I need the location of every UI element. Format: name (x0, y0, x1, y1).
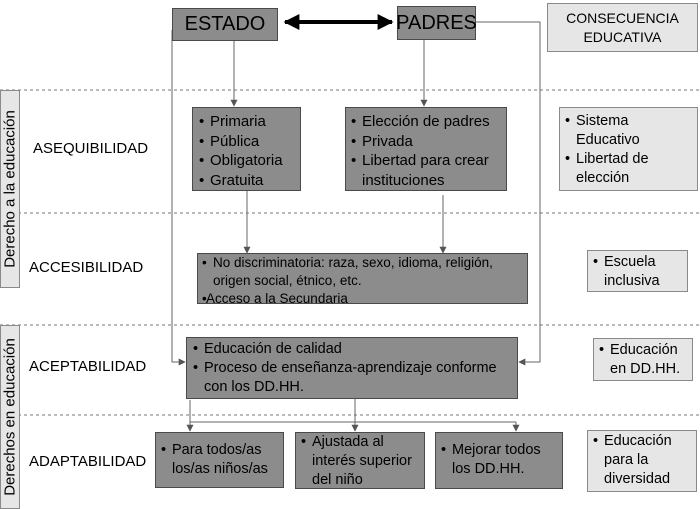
list-item: Libertad de elección (565, 150, 692, 188)
list-item: Sistema Educativo (565, 112, 692, 150)
adaptabilidad-box-mejorar: Mejorar todos los DD.HH. (435, 432, 563, 489)
aceptabilidad-box: Educación de calidad Proceso de enseñanz… (186, 337, 518, 399)
estado-to-aceptabilidad-line (171, 30, 186, 366)
list-item: Ajustada al interés superior del niño (301, 433, 419, 490)
list-item: Primaria (199, 112, 294, 132)
list-item: Pública (199, 132, 294, 152)
list-item: Escuela inclusiva (593, 253, 682, 291)
list-item: Elección de padres (351, 112, 501, 132)
list-item: No discriminatoria: raza, sexo, idioma, … (202, 254, 523, 290)
estado-label: ESTADO (184, 13, 266, 35)
list-item: Proceso de enseñanza-aprendizaje conform… (193, 359, 511, 397)
accesibilidad-box: No discriminatoria: raza, sexo, idioma, … (197, 253, 528, 308)
row-label-asequibilidad: ASEQUIBILIDAD (33, 140, 149, 157)
list-item: Privada (351, 132, 501, 152)
list-item: Educación en DD.HH. (599, 341, 687, 379)
adaptabilidad-consecuencia-box: Educación para la diversidad (587, 430, 697, 492)
estado-box: ESTADO (172, 8, 278, 41)
list-item: Para todos/as los/as niños/as (161, 441, 278, 479)
row-separators (0, 89, 700, 416)
aceptabilidad-consecuencia-box: Educación en DD.HH. (593, 338, 693, 381)
row-label-accesibilidad: ACCESIBILIDAD (29, 259, 144, 276)
derecho-a-la-educacion-label: Derecho a la educación (0, 90, 20, 288)
list-item: Educación para la diversidad (593, 432, 691, 489)
list-item: Gratuita (199, 171, 294, 191)
list-item: Educación de calidad (193, 340, 511, 359)
padres-to-aceptabilidad-line (476, 21, 541, 366)
row-label-aceptabilidad: ACEPTABILIDAD (29, 358, 147, 375)
padres-box: PADRES (396, 6, 477, 40)
asequibilidad-estado-box: Primaria Pública Obligatoria Gratuita (192, 107, 301, 191)
consecuencia-header-label: CONSECUENCIA EDUCATIVA (566, 9, 679, 45)
asequibilidad-consecuencia-box: Sistema Educativo Libertad de elección (559, 107, 698, 191)
consecuencia-header-box: CONSECUENCIA EDUCATIVA (547, 3, 698, 52)
derechos-en-educacion-label: Derechos en educación (0, 325, 20, 509)
asequibilidad-padres-box: Elección de padres Privada Libertad para… (345, 107, 507, 191)
aceptabilidad-split-line (189, 400, 516, 423)
adaptabilidad-box-todos: Para todos/as los/as niños/as (155, 432, 284, 488)
adaptabilidad-box-interes: Ajustada al interés superior del niño (295, 432, 425, 489)
list-item: Acceso a la Secundaria (202, 290, 523, 308)
row-label-adaptabilidad: ADAPTABILIDAD (29, 453, 147, 470)
list-item: Obligatoria (199, 151, 294, 171)
list-item: Mejorar todos los DD.HH. (441, 441, 557, 479)
accesibilidad-consecuencia-box: Escuela inclusiva (587, 250, 688, 292)
list-item: Libertad para crear instituciones (351, 151, 501, 190)
padres-label: PADRES (396, 11, 477, 34)
